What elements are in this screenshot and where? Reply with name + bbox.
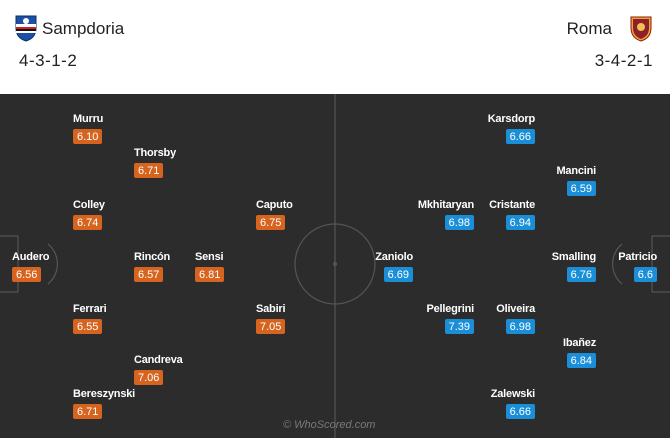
player-name: Murru: [73, 113, 104, 125]
away-player[interactable]: Cristante 6.94: [489, 199, 535, 231]
player-rating: 6.66: [505, 129, 535, 144]
home-player[interactable]: Colley 6.74: [73, 199, 105, 231]
home-player[interactable]: Sabiri 7.05: [256, 303, 286, 335]
player-name: Sabiri: [256, 303, 286, 315]
away-player[interactable]: Zaniolo 6.69: [375, 251, 413, 283]
player-name: Candreva: [134, 354, 183, 366]
player-name: Ibañez: [562, 337, 596, 349]
player-rating: 6.98: [505, 319, 535, 334]
away-player-goalkeeper[interactable]: Patricio 6.6: [618, 251, 657, 283]
home-player[interactable]: Murru 6.10: [73, 113, 103, 145]
player-name: Thorsby: [134, 147, 176, 159]
away-formation: 3-4-2-1: [594, 51, 653, 70]
watermark: © WhoScored.com: [283, 419, 376, 431]
player-rating: 6.56: [12, 267, 42, 282]
away-player[interactable]: Mkhitaryan 6.98: [418, 199, 474, 231]
player-rating: 7.39: [444, 319, 474, 334]
player-rating: 6.59: [566, 181, 596, 196]
player-rating: 6.74: [73, 215, 103, 230]
player-name: Karsdorp: [487, 113, 536, 125]
player-name: Sensi: [195, 251, 224, 263]
player-name: Zalewski: [490, 388, 535, 400]
player-rating: 6.10: [73, 129, 103, 144]
player-name: Mkhitaryan: [417, 199, 474, 211]
away-team-name[interactable]: Roma: [566, 19, 612, 38]
player-name: Pellegrini: [426, 303, 474, 315]
home-player[interactable]: Bereszynski 6.71: [73, 388, 135, 420]
player-name: Patricio: [618, 251, 657, 263]
player-rating: 6.69: [383, 267, 413, 282]
home-player[interactable]: Thorsby 6.71: [134, 147, 176, 179]
player-rating: 6.6: [633, 267, 657, 282]
pitch-markings: [0, 94, 670, 438]
player-rating: 7.06: [134, 370, 164, 385]
player-name: Caputo: [256, 199, 293, 211]
away-player[interactable]: Mancini 6.59: [556, 165, 596, 197]
player-rating: 6.66: [505, 404, 535, 419]
home-player[interactable]: Candreva 7.06: [134, 354, 183, 386]
player-name: Oliveira: [496, 303, 535, 315]
home-player[interactable]: Caputo 6.75: [256, 199, 293, 231]
player-name: Zaniolo: [375, 251, 413, 263]
player-rating: 6.71: [73, 404, 103, 419]
home-formation: 4-3-1-2: [19, 51, 78, 70]
sampdoria-crest-icon: [15, 15, 37, 42]
player-rating: 6.76: [566, 267, 596, 282]
away-player[interactable]: Ibañez 6.84: [563, 337, 596, 369]
home-player-goalkeeper[interactable]: Audero 6.56: [12, 251, 50, 283]
home-player[interactable]: Ferrari 6.55: [73, 303, 107, 335]
player-name: Colley: [73, 199, 105, 211]
away-player[interactable]: Zalewski 6.66: [491, 388, 535, 420]
away-player[interactable]: Karsdorp 6.66: [488, 113, 535, 145]
player-rating: 6.75: [256, 215, 286, 230]
player-rating: 6.71: [134, 163, 164, 178]
player-rating: 6.84: [566, 353, 596, 368]
player-rating: 6.94: [505, 215, 535, 230]
player-name: Bereszynski: [73, 388, 136, 400]
player-name: Rincón: [134, 251, 171, 263]
player-name: Cristante: [489, 199, 535, 211]
player-rating: 6.57: [134, 267, 164, 282]
home-team-name[interactable]: Sampdoria: [42, 19, 125, 38]
player-rating: 6.55: [73, 319, 103, 334]
home-player[interactable]: Sensi 6.81: [195, 251, 225, 283]
player-name: Smalling: [551, 251, 596, 263]
pitch: Audero 6.56 Murru 6.10 Colley 6.74 Ferra…: [0, 94, 670, 438]
away-player[interactable]: Pellegrini 7.39: [426, 303, 474, 335]
player-name: Audero: [12, 251, 50, 263]
roma-crest-icon: [630, 16, 652, 42]
match-header: Sampdoria 4-3-1-2 Roma 3-4-2-1: [0, 0, 670, 94]
player-rating: 7.05: [256, 319, 286, 334]
home-player[interactable]: Rincón 6.57: [134, 251, 170, 283]
away-player[interactable]: Oliveira 6.98: [496, 303, 535, 335]
player-name: Ferrari: [73, 303, 107, 315]
player-rating: 6.81: [195, 267, 225, 282]
away-player[interactable]: Smalling 6.76: [552, 251, 596, 283]
player-name: Mancini: [556, 165, 596, 177]
player-rating: 6.98: [444, 215, 474, 230]
